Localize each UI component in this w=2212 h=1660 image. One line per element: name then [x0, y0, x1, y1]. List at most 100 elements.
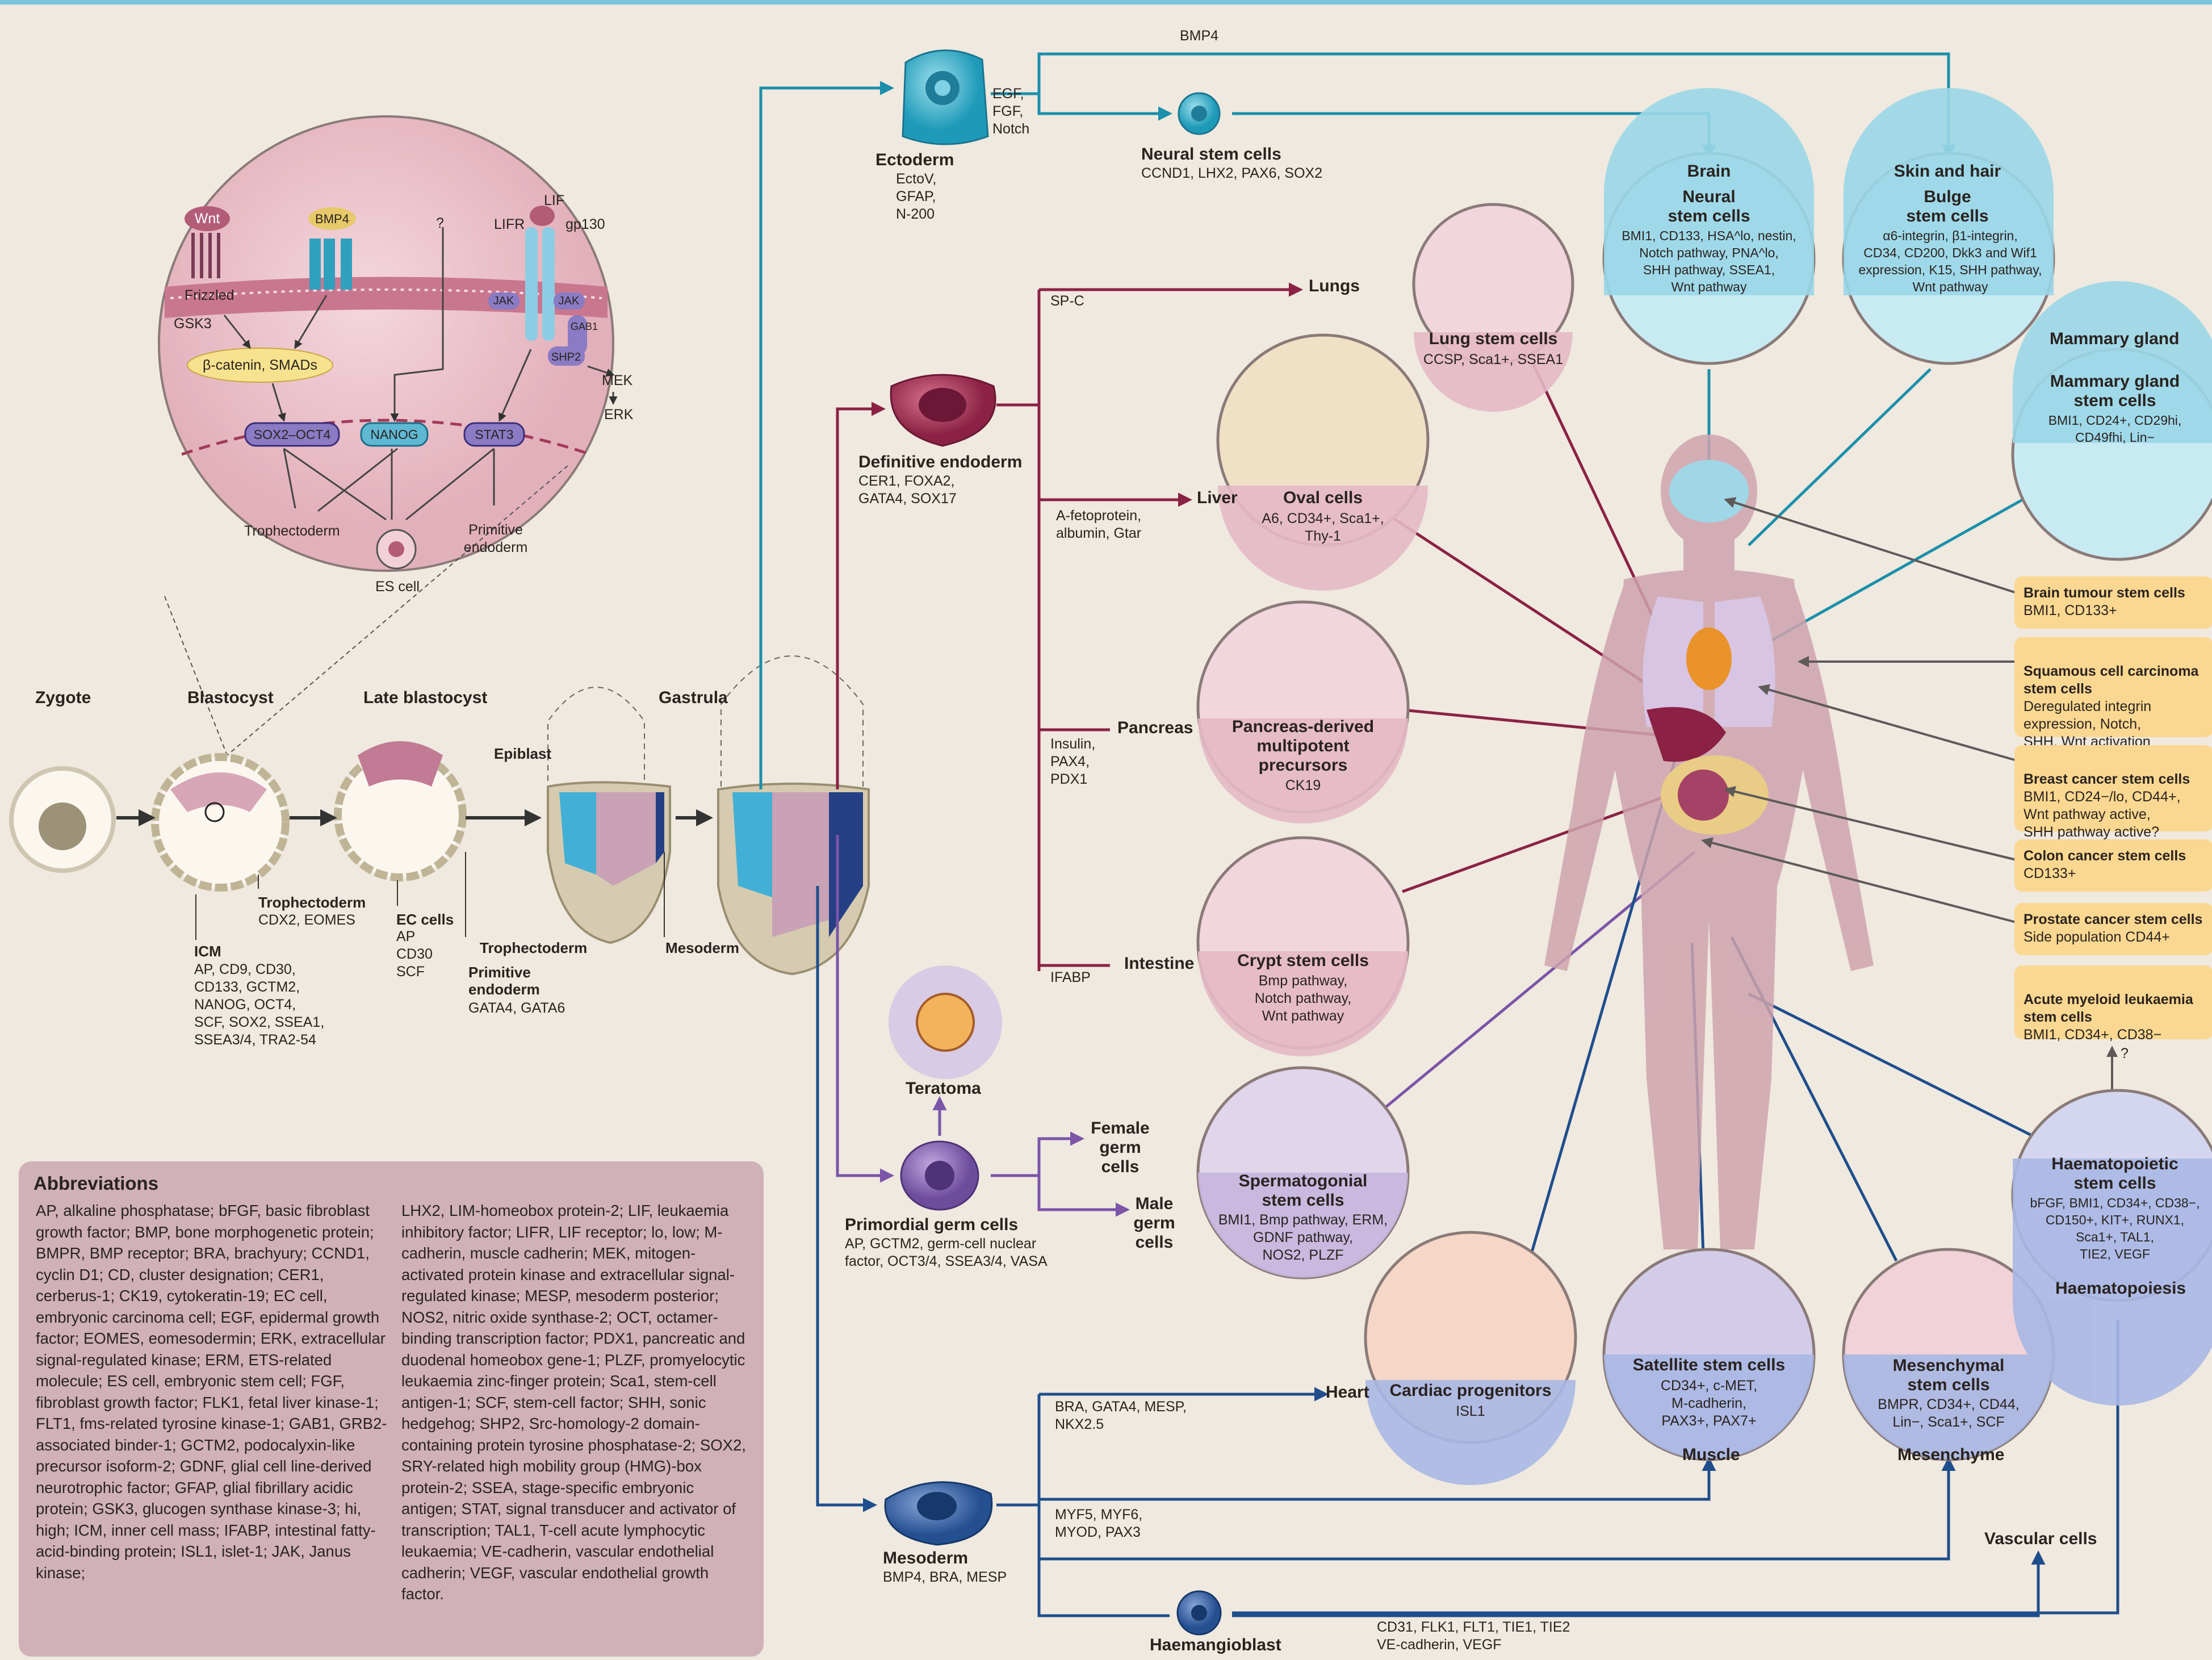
epiblast-label: Epiblast [494, 744, 551, 763]
prostate-cancer-markers: Side population CD44+ [2024, 929, 2170, 945]
oval-cells-title: Oval cells [1238, 488, 1408, 508]
crypt-stem-markers: Bmp pathway, Notch pathway, Wnt pathway [1209, 972, 1397, 1025]
cardiac-progenitors-markers: ISL1 [1374, 1403, 1567, 1420]
intestine-label: Intestine [1124, 954, 1194, 973]
endoderm-title: Definitive endoderm [858, 453, 1022, 472]
haematopoietic-stem-markers: bFGF, BMI1, CD34+, CD38−, CD150+, KIT+, … [2013, 1194, 2212, 1262]
blastocyst-label: Blastocyst [187, 688, 274, 708]
vascular-cells-label: Vascular cells [1984, 1529, 2097, 1549]
signal-primitive-endoderm-label: Primitive endoderm [459, 521, 533, 557]
lungs-signal: SP-C [1050, 292, 1084, 310]
mammary-stem-markers: BMI1, CD24+, CD29hi, CD49fhi, Lin− [2021, 412, 2209, 446]
stat3-label: STAT3 [464, 426, 524, 444]
squamous-box: Squamous cell carcinoma stem cellsDeregu… [2014, 637, 2212, 737]
pancreas-stem-markers: CK19 [1209, 777, 1397, 795]
trophectoderm-2-label: Trophectoderm [480, 938, 587, 957]
ec-cells-markers: AP CD30 SCF [396, 928, 433, 981]
pgc-markers: AP, GCTM2, germ-cell nuclear factor, OCT… [845, 1235, 1048, 1270]
gp130-label: gp130 [565, 216, 605, 233]
spermatogonial-stem-title: Spermatogonial stem cells [1209, 1172, 1397, 1210]
squamous-title: Squamous cell carcinoma stem cells [2024, 663, 2204, 698]
lungs-label: Lungs [1309, 277, 1360, 296]
haematopoiesis-label: Haematopoiesis [2055, 1279, 2186, 1298]
pgc-title: Primordial germ cells [845, 1215, 1018, 1235]
squamous-markers: Deregulated integrin expression, Notch, … [2024, 699, 2151, 750]
intestine-signal: IFABP [1050, 969, 1091, 986]
lung-stem-markers: CCSP, Sca1+, SSEA1 [1408, 351, 1578, 369]
jak-right-label: JAK [555, 292, 583, 310]
haemangioblast-markers: CD31, FLK1, FLT1, TIE1, TIE2 VE-cadherin… [1377, 1619, 1570, 1654]
mesoderm-title: Mesoderm [883, 1549, 968, 1568]
brain-region-label: Brain [1624, 162, 1794, 181]
mek-label: MEK [602, 372, 632, 390]
male-germ-label: Male germ cells [1117, 1194, 1191, 1252]
primitive-endoderm-markers: GATA4, GATA6 [468, 1000, 565, 1017]
heart-label: Heart [1326, 1383, 1369, 1402]
nanog-label: NANOG [361, 426, 428, 444]
aml-question-mark: ? [2121, 1045, 2129, 1063]
breast-cancer-markers: BMI1, CD24−/lo, CD44+, Wnt pathway activ… [2024, 789, 2181, 840]
wnt-label: Wnt [185, 210, 230, 228]
es-cell-label: ES cell [366, 578, 429, 596]
prostate-cancer-title: Prostate cancer stem cells [2024, 911, 2204, 929]
endoderm-markers: CER1, FOXA2, GATA4, SOX17 [858, 473, 957, 508]
primitive-endoderm-title: Primitive endoderm [468, 964, 540, 998]
neural-progenitor-title: Neural stem cells [1141, 145, 1281, 164]
zygote-label: Zygote [35, 688, 91, 708]
pancreas-stem-title: Pancreas-derived multipotent precursors [1209, 717, 1397, 775]
mesenchymal-stem-markers: BMPR, CD34+, CD44, Lin−, Sca1+, SCF [1852, 1396, 2045, 1431]
liver-label: Liver [1197, 488, 1238, 508]
female-germ-label: Female germ cells [1083, 1119, 1157, 1177]
satellite-stem-markers: CD34+, c-MET, M-cadherin, PAX3+, PAX7+ [1612, 1377, 1805, 1430]
abbreviations-col-2: LHX2, LIM-homeobox protein-2; LIF, leuka… [401, 1200, 753, 1605]
teratoma-label: Teratoma [906, 1079, 981, 1098]
gastrula-mesoderm-label: Mesoderm [665, 938, 739, 957]
icm-title: ICM [194, 942, 221, 961]
spermatogonial-stem-markers: BMI1, Bmp pathway, ERM, GDNF pathway, NO… [1198, 1211, 1408, 1264]
liver-signal: A-fetoprotein, albumin, Gtar [1056, 507, 1141, 542]
brain-tumour-title: Brain tumour stem cells [2024, 584, 2204, 602]
late-blastocyst-label: Late blastocyst [363, 688, 487, 708]
unknown-ligand-label: ? [436, 215, 444, 232]
gastrula-label: Gastrula [659, 688, 728, 708]
gsk3-label: GSK3 [174, 315, 212, 333]
crypt-stem-title: Crypt stem cells [1209, 951, 1397, 971]
satellite-stem-title: Satellite stem cells [1612, 1356, 1805, 1375]
prostate-cancer-box: Prostate cancer stem cells Side populati… [2014, 903, 2212, 955]
lung-stem-title: Lung stem cells [1408, 329, 1578, 349]
abbreviations-col-1: AP, alkaline phosphatase; bFGF, basic fi… [36, 1200, 388, 1583]
mesenchyme-label: Mesenchyme [1897, 1445, 2004, 1465]
colon-cancer-title: Colon cancer stem cells [2024, 847, 2204, 865]
brain-tumour-markers: BMI1, CD133+ [2024, 603, 2117, 618]
bulge-stem-title: Bulge stem cells [1862, 187, 2033, 226]
ectoderm-markers: EctoV, GFAP, N-200 [896, 170, 936, 223]
bmp4-top-label: BMP4 [1180, 27, 1218, 45]
sox2-oct4-label: SOX2–OCT4 [245, 426, 339, 444]
neural-stem-title: Neural stem cells [1624, 187, 1794, 226]
icm-markers: AP, CD9, CD30, CD133, GCTM2, NANOG, OCT4… [194, 961, 324, 1049]
ec-cells-title: EC cells [396, 910, 454, 929]
muscle-signal: MYF5, MYF6, MYOD, PAX3 [1055, 1506, 1142, 1541]
haemangioblast-title: Haemangioblast [1150, 1636, 1281, 1655]
pancreas-signal: Insulin, PAX4, PDX1 [1050, 735, 1095, 788]
erk-label: ERK [604, 406, 633, 424]
mammary-stem-title: Mammary gland stem cells [2021, 372, 2209, 411]
frizzled-label: Frizzled [185, 287, 234, 304]
aml-markers: BMI1, CD34+, CD38− [2024, 1027, 2161, 1043]
colon-cancer-box: Colon cancer stem cells CD133+ [2014, 839, 2212, 892]
ectoderm-signals: EGF, FGF, Notch [992, 85, 1029, 138]
ectoderm-title: Ectoderm [875, 150, 954, 170]
pancreas-label: Pancreas [1117, 718, 1193, 738]
oval-cells-markers: A6, CD34+, Sca1+, Thy-1 [1238, 510, 1408, 545]
mesoderm-markers: BMP4, BRA, MESP [883, 1569, 1007, 1586]
signal-trophectoderm-label: Trophectoderm [244, 522, 340, 540]
endoderm-cell [891, 375, 995, 446]
lifr-label: LIFR [494, 216, 525, 233]
mammary-region-label: Mammary gland [2050, 329, 2179, 349]
abbreviations-title: Abbreviations [33, 1173, 749, 1194]
bmp4-receptor-label: BMP4 [309, 210, 355, 228]
mesenchymal-stem-title: Mesenchymal stem cells [1852, 1356, 2045, 1395]
muscle-label: Muscle [1682, 1445, 1740, 1465]
breast-cancer-title: Breast cancer stem cells [2024, 771, 2204, 788]
